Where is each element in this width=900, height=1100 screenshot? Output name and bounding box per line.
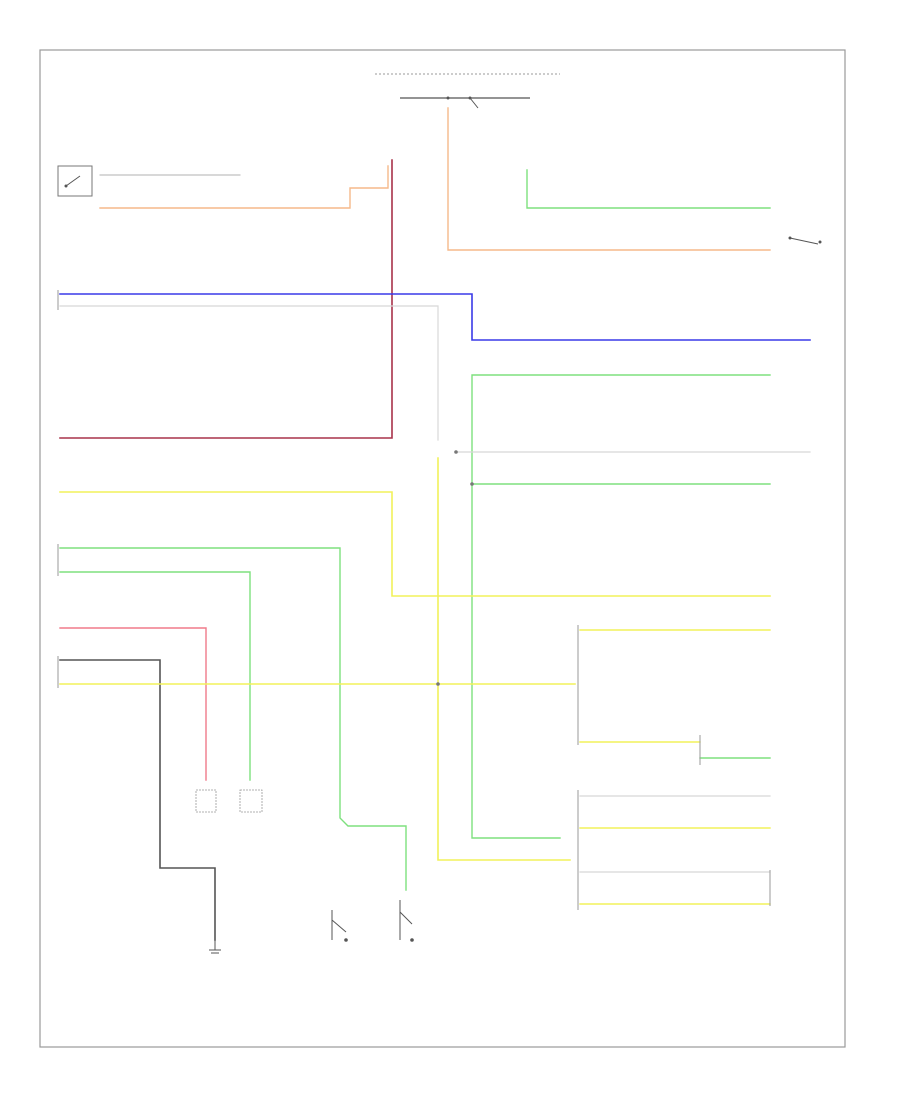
fuse-boxes-icon bbox=[195, 789, 263, 813]
fuse-block-top bbox=[375, 73, 560, 109]
right-switch-icon bbox=[788, 236, 822, 245]
wire-green-1 bbox=[59, 547, 407, 891]
wire-green-top bbox=[526, 169, 771, 209]
wire-green-right-vertical bbox=[471, 374, 771, 839]
wire-orange-right bbox=[447, 107, 771, 251]
splice-bars bbox=[436, 450, 771, 910]
ground-icon bbox=[209, 940, 221, 954]
bottom-switch-left-icon bbox=[331, 910, 348, 942]
wire-green-2 bbox=[59, 571, 251, 781]
brake-switch-icon bbox=[57, 165, 93, 197]
wire-pink bbox=[59, 627, 207, 781]
wire-red-long bbox=[59, 159, 393, 439]
bottom-switch-right-icon bbox=[399, 900, 414, 942]
diagram-border bbox=[39, 49, 846, 1048]
wire-black bbox=[59, 659, 216, 941]
wire-blue bbox=[59, 293, 811, 341]
wire-yellow-upper bbox=[59, 491, 771, 597]
wire-yellow-center bbox=[437, 457, 571, 861]
wire-orange-left bbox=[99, 165, 389, 209]
wire-white-center bbox=[59, 305, 439, 441]
